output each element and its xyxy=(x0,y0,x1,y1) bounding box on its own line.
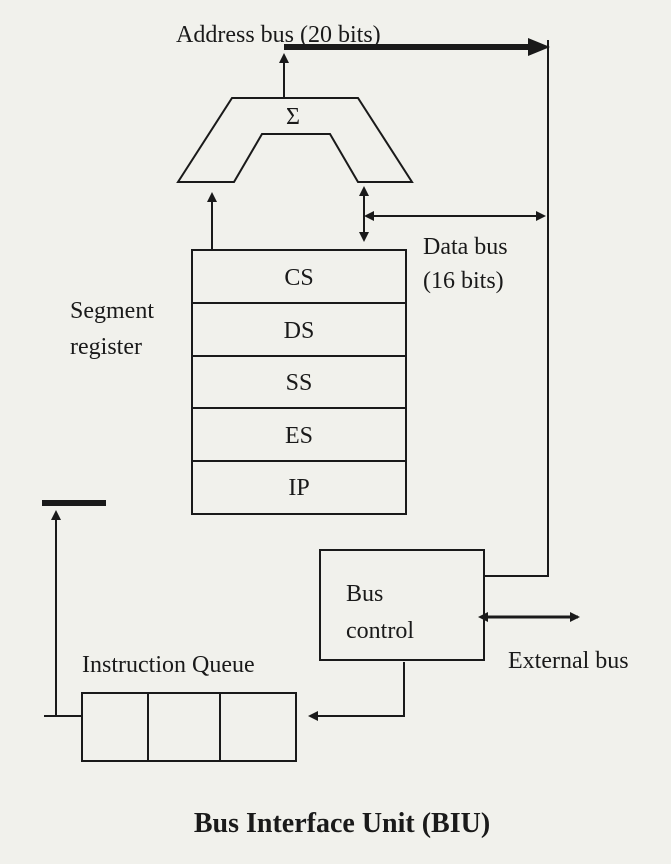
address-bus-label: Address bus (20 bits) xyxy=(176,22,381,48)
queue-output-line xyxy=(42,500,106,717)
segment-register-label-2: register xyxy=(70,334,142,360)
control-to-queue-arrow xyxy=(308,662,405,721)
segment-register-stack: CS DS SS ES IP xyxy=(191,249,407,515)
address-bus-line xyxy=(279,38,550,98)
register-cs: CS xyxy=(284,265,313,291)
instruction-queue-label: Instruction Queue xyxy=(82,652,255,678)
bus-control-unit: Bus control xyxy=(319,549,485,661)
bus-control-label-2: control xyxy=(346,618,414,644)
register-to-adder-arrows xyxy=(207,186,369,250)
register-ds: DS xyxy=(284,318,315,344)
diagram-caption: Bus Interface Unit (BIU) xyxy=(194,808,490,839)
data-bus-label: Data bus xyxy=(423,234,508,260)
register-ss: SS xyxy=(286,370,313,396)
instruction-queue xyxy=(81,692,297,762)
external-bus-label: External bus xyxy=(508,648,629,674)
register-ip: IP xyxy=(288,475,309,501)
data-bus-width-label: (16 bits) xyxy=(423,268,504,294)
adder-unit: Σ xyxy=(176,97,414,183)
bus-connector-line xyxy=(484,40,549,577)
bus-control-label: Bus xyxy=(346,581,383,607)
register-es: ES xyxy=(285,423,313,449)
sigma-icon: Σ xyxy=(286,104,300,130)
segment-register-label: Segment xyxy=(70,298,154,324)
